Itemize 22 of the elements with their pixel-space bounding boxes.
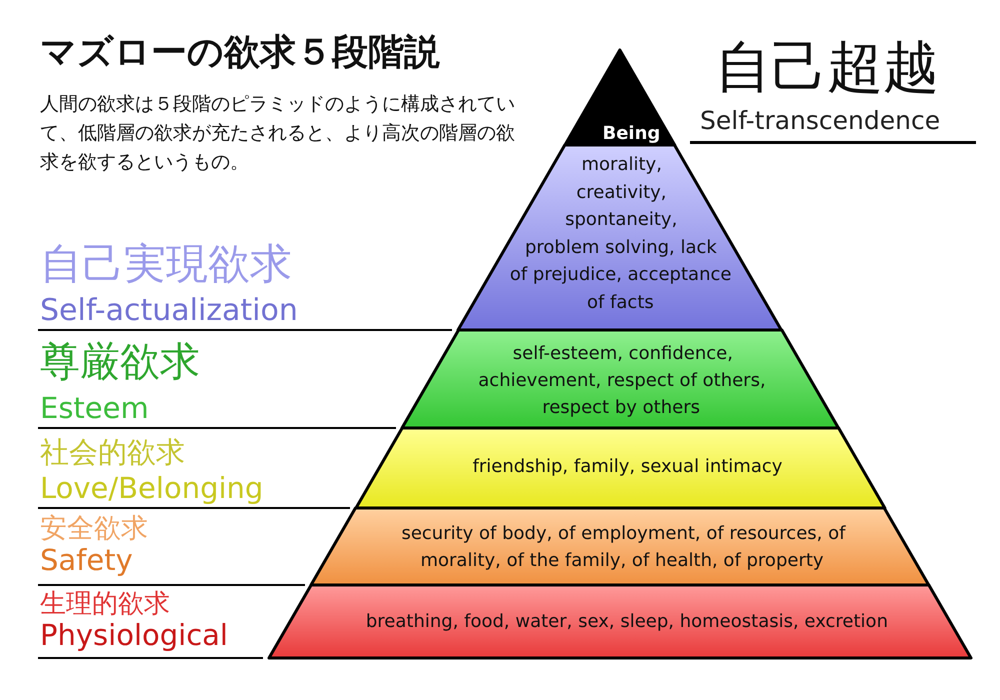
- level-name: Physiological: [40, 621, 228, 650]
- level-name: 自己実現欲求: [40, 243, 292, 285]
- level-name: 社会的欲求: [40, 438, 185, 467]
- level-name: Self-actualization: [40, 296, 298, 326]
- level-name: 自己超越: [715, 40, 939, 96]
- level-name: Self-transcendence: [700, 108, 940, 133]
- level-name: Esteem: [40, 394, 149, 423]
- tier-text: self-esteem, confidence, achievement, respect of others, respect by others: [478, 343, 766, 418]
- level-name: 生理的欲求: [40, 591, 170, 617]
- tier-text: friendship, family, sexual intimacy: [472, 456, 782, 477]
- pyramid-tier: [311, 508, 929, 585]
- pyramid-tier: [269, 585, 971, 658]
- level-name: 安全欲求: [40, 515, 148, 542]
- level-name: Love/Belonging: [40, 474, 264, 503]
- pyramid-tier: [356, 428, 884, 508]
- tier-text: Being: [602, 123, 660, 144]
- level-name: 尊厳欲求: [40, 342, 200, 382]
- tier-text: security of body, of employment, of resources, of morality, of the family, of health, of property: [401, 523, 846, 571]
- level-name: Safety: [40, 546, 133, 575]
- tier-text: breathing, food, water, sex, sleep, homeostasis, excretion: [366, 611, 888, 632]
- pyramid-tier: [402, 330, 838, 428]
- title: マズローの欲求５段階説: [40, 31, 440, 75]
